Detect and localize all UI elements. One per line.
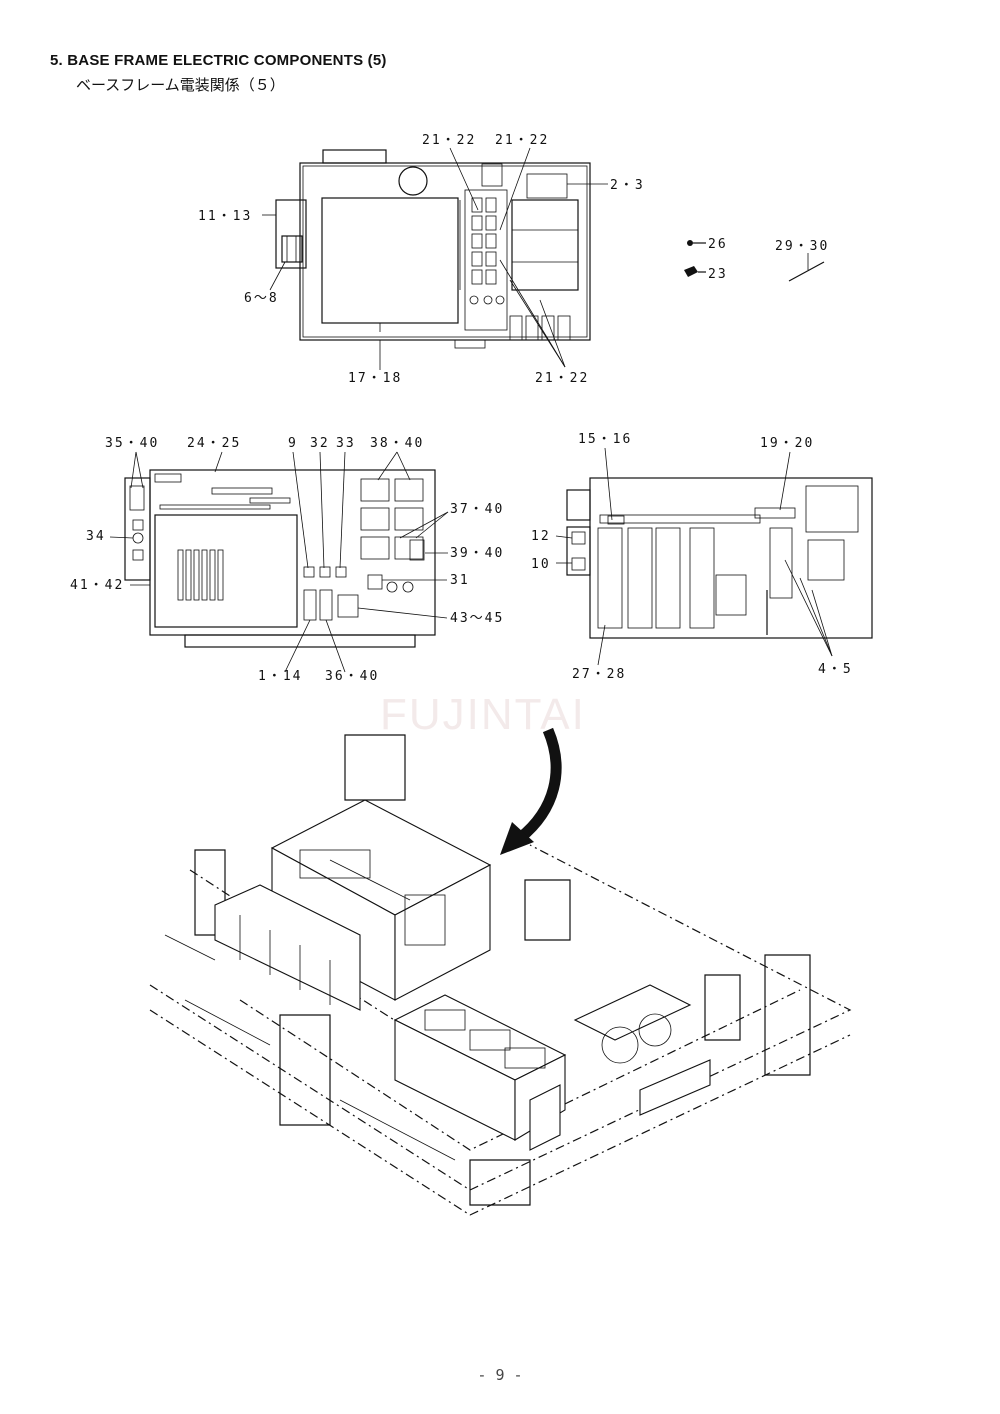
- loose-parts-callouts: 26 23 29・30: [708, 237, 829, 282]
- callout-label: 36・40: [325, 669, 379, 684]
- callout-label: 17・18: [348, 371, 402, 386]
- section-title: 5. BASE FRAME ELECTRIC COMPONENTS (5): [50, 52, 387, 69]
- callout-label: 21・22: [535, 371, 589, 386]
- callout-label: 41・42: [70, 578, 124, 593]
- callout-label: 12: [531, 529, 551, 544]
- callout-label: 39・40: [450, 546, 504, 561]
- callout-label: 26: [708, 237, 728, 252]
- callout-label: 43～45: [450, 611, 504, 626]
- callout-label: 6～8: [244, 291, 279, 306]
- callout-label: 38・40: [370, 436, 424, 451]
- top-view-drawing: [262, 147, 608, 370]
- callout-label: 10: [531, 557, 551, 572]
- callout-label: 23: [708, 267, 728, 282]
- right-panel-callouts: 15・16 19・20 12 10 27・28 4・5: [531, 432, 853, 682]
- left-panel-callouts: 35・40 24・25 9 32 33 38・40 37・40 34 39・40…: [70, 436, 504, 684]
- isometric-base-frame-drawing: [149, 734, 852, 1216]
- callout-label: 29・30: [775, 239, 829, 254]
- callout-label: 15・16: [578, 432, 632, 447]
- callout-label: 4・5: [818, 662, 853, 677]
- loose-parts-drawing: [684, 240, 825, 282]
- callout-label: 11・13: [198, 209, 252, 224]
- callout-label: 37・40: [450, 502, 504, 517]
- callout-label: 33: [336, 436, 356, 451]
- callout-label: 35・40: [105, 436, 159, 451]
- callout-label: 1・14: [258, 669, 302, 684]
- callout-label: 24・25: [187, 436, 241, 451]
- curved-arrow: [500, 727, 562, 855]
- callout-label: 2・3: [610, 178, 645, 193]
- callout-label: 9: [288, 436, 298, 451]
- callout-label: 32: [310, 436, 330, 451]
- callout-label: 21・22: [495, 133, 549, 148]
- right-panel-drawing: [555, 447, 873, 666]
- callout-label: 19・20: [760, 436, 814, 451]
- callout-label: 34: [86, 529, 106, 544]
- callout-label: 21・22: [422, 133, 476, 148]
- callout-label: 31: [450, 573, 470, 588]
- callout-label: 27・28: [572, 667, 626, 682]
- page-number: - 9 -: [477, 1366, 523, 1384]
- top-view-callouts: 21・22 21・22 2・3 11・13 6～8 17・18 21・22: [198, 133, 645, 386]
- left-panel-drawing: [109, 451, 449, 673]
- section-subtitle-japanese: ベースフレーム電装関係（５）: [76, 76, 285, 94]
